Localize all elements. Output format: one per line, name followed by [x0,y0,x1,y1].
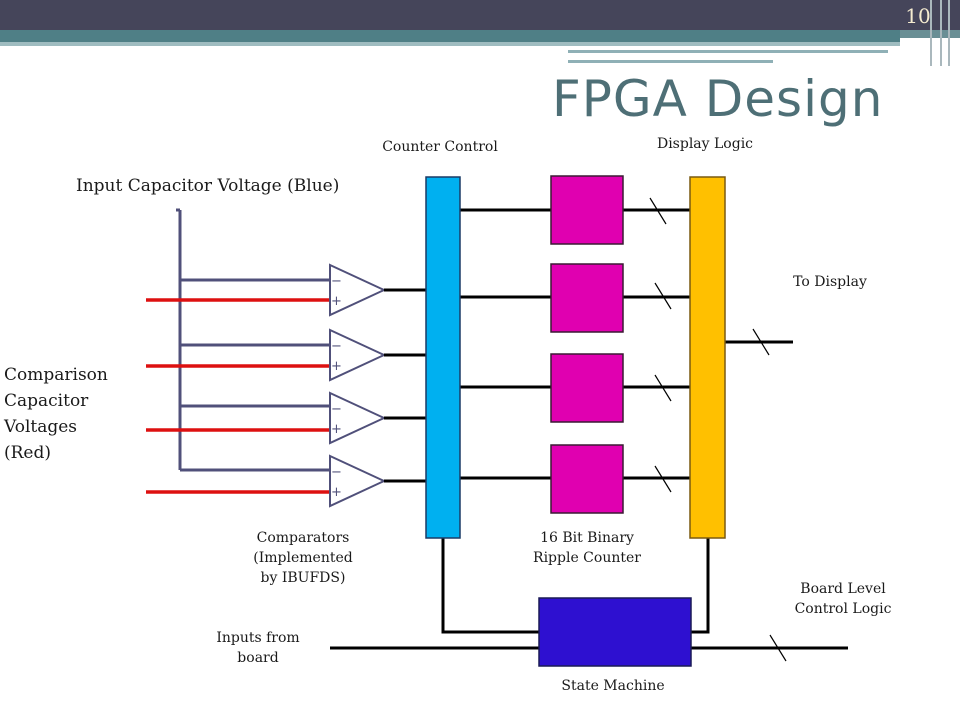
bus-mark [654,374,672,402]
display-logic-label: Display Logic [656,136,754,152]
board-level-label: Board Level Control Logic [768,579,918,619]
minus-sign: − [331,402,342,417]
minus-sign: − [331,339,342,354]
minus-sign: − [331,274,342,289]
inputs-from-board-label: Inputs from board [193,628,323,668]
ripple-counter-label: 16 Bit Binary Ripple Counter [507,528,667,568]
comparator-4 [329,454,387,508]
comparator-1 [329,263,387,317]
comparators [329,263,387,508]
corner-line [940,0,942,66]
counter-block-3 [550,353,624,423]
counter-control-block [425,176,461,539]
comparators-label-line: Comparators [256,530,350,546]
ripple-counter-label-line: Ripple Counter [533,550,641,566]
board-level-label-line: Board Level [800,581,886,597]
comparator-2 [329,328,387,382]
input-capacitor-label: Input Capacitor Voltage (Blue) [76,176,340,196]
header-band [0,30,900,42]
comparator-signs: − + − + − + − + [331,274,342,500]
input-capacitor-wires [176,208,330,472]
comparison-label-line: Comparison [4,365,108,385]
control-to-state-machine [441,538,539,634]
comparison-label: Comparison Capacitor Voltages (Red) [4,362,108,466]
corner-line [948,0,950,66]
plus-sign: + [331,294,342,309]
counter-block-2 [550,263,624,333]
title-underline-short [568,60,773,63]
display-to-state-machine [691,538,710,634]
state-machine-label: State Machine [561,678,665,694]
slide-title: FPGA Design [552,70,884,128]
comparison-label-line: Voltages [4,417,78,437]
counter-block-1 [550,175,624,245]
bus-mark [769,634,787,662]
bus-mark [752,328,770,356]
counter-control-label: Counter Control [382,139,498,155]
state-machine-block [538,597,692,667]
comparators-label-line: (Implemented [253,550,353,566]
display-logic-block [689,176,726,539]
bus-mark [654,282,672,310]
bus-marks [649,197,787,662]
corner-line [930,0,932,66]
minus-sign: − [331,465,342,480]
comparators-label: Comparators (Implemented by IBUFDS) [223,528,383,588]
plus-sign: + [331,422,342,437]
counter-block-4 [550,444,624,514]
plus-sign: + [331,485,342,500]
bus-mark [649,197,667,225]
logic-wires [330,208,848,650]
comparators-label-line: by IBUFDS) [260,570,346,586]
to-display-label: To Display [793,274,867,290]
inputs-from-board-label-line: board [237,650,279,666]
comparator-3 [329,391,387,445]
title-bar [0,0,960,30]
slide-number: 10 [905,4,931,28]
plus-sign: + [331,359,342,374]
comparison-wires [146,298,330,494]
comparison-label-line: Capacitor [4,391,89,411]
bus-mark [654,465,672,493]
header-band-light [0,42,900,46]
ripple-counter-label-line: 16 Bit Binary [540,530,634,546]
title-underline [568,50,888,53]
comparison-label-line: (Red) [4,443,52,463]
inputs-from-board-label-line: Inputs from [216,630,300,646]
board-level-label-line: Control Logic [794,601,892,617]
